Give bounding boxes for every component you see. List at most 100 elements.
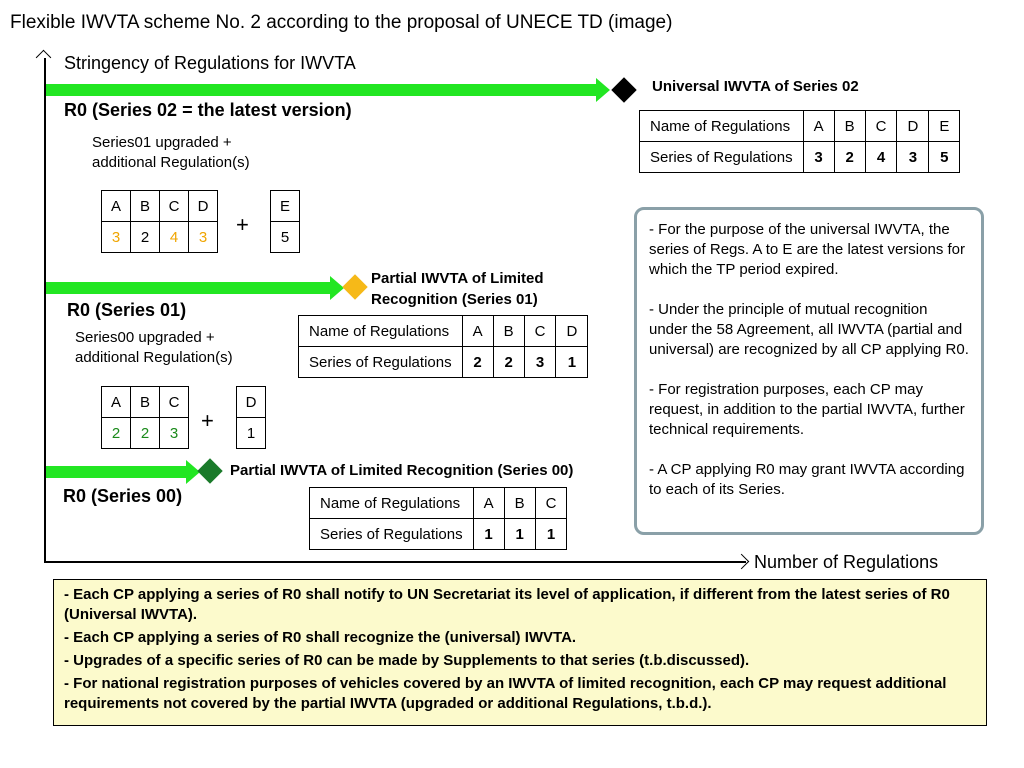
arrow-head-series-01 (330, 276, 344, 300)
series-01-desc: Series00 upgraded + additional Regulatio… (75, 328, 233, 368)
reg-b: B (130, 190, 160, 222)
reg-d: D (188, 190, 218, 222)
series-02-additional-table: E 5 (270, 190, 300, 253)
value-b: 2 (130, 417, 160, 449)
x-axis-label: Number of Regulations (754, 552, 939, 572)
table-row-names: Name of Regulations A B C (309, 487, 568, 519)
x-axis (44, 561, 746, 563)
diamond-partial-01-icon (342, 274, 368, 300)
series-of-regulations-header: Series of Regulations (309, 518, 474, 550)
arrow-head-series-00 (186, 460, 200, 484)
series-01-additional-table: D 1 (236, 386, 266, 449)
plus-sign: + (236, 212, 249, 237)
reg-e: E (270, 190, 300, 222)
diamond-universal-icon (611, 77, 637, 103)
table-row: E (270, 190, 300, 222)
reg-header-a: A (472, 487, 505, 519)
name-of-regulations-header: Name of Regulations (639, 110, 804, 142)
table-row: A B C D (101, 190, 218, 222)
series-02-base-table: A B C D 3 2 4 3 (101, 190, 218, 253)
reg-header-e: E (928, 110, 961, 142)
reg-c: C (159, 190, 189, 222)
series-value-a: 3 (802, 141, 835, 173)
reg-header-d: D (555, 315, 589, 347)
value-c: 3 (159, 417, 189, 449)
reg-b: B (130, 386, 160, 418)
bottom-note-item: - Each CP applying a series of R0 shall … (64, 629, 577, 646)
reg-d: D (236, 386, 266, 418)
table-row: 2 2 3 (101, 417, 189, 449)
plus-sign: + (201, 408, 214, 433)
series-01-desc-line1: Series00 upgraded + (75, 329, 215, 346)
partial-01-label-line1: Partial IWVTA of Limited (371, 270, 544, 287)
value-d: 1 (236, 417, 266, 449)
value-a: 2 (101, 417, 131, 449)
table-row: D (236, 386, 266, 418)
bottom-note-item: - For national registration purposes of … (64, 675, 947, 712)
universal-iwvta-label: Universal IWVTA of Series 02 (652, 78, 859, 95)
series-value-a: 2 (461, 346, 494, 378)
series-00-title: R0 (Series 00) (63, 486, 183, 506)
series-02-desc-line2: additional Regulation(s) (92, 154, 250, 171)
series-value-c: 3 (523, 346, 557, 378)
page-title: Flexible IWVTA scheme No. 2 according to… (10, 12, 673, 33)
partial-01-label-line2: Recognition (Series 01) (371, 291, 538, 308)
value-c: 4 (159, 221, 189, 253)
series-value-a: 1 (472, 518, 505, 550)
value-e: 5 (270, 221, 300, 253)
table-row: 5 (270, 221, 300, 253)
notes-box: - For the purpose of the universal IWVTA… (634, 207, 984, 535)
table-row-names: Name of Regulations A B C D E (639, 110, 961, 142)
note-item: - Under the principle of mutual recognit… (649, 301, 969, 358)
name-of-regulations-header: Name of Regulations (298, 315, 463, 347)
value-b: 2 (130, 221, 160, 253)
series-01-title: R0 (Series 01) (67, 300, 187, 320)
series-02-desc: Series01 upgraded + additional Regulatio… (92, 133, 250, 173)
partial-01-label: Partial IWVTA of Limited Recognition (Se… (371, 268, 544, 310)
value-a: 3 (101, 221, 131, 253)
reg-header-a: A (461, 315, 494, 347)
table-row: 3 2 4 3 (101, 221, 218, 253)
y-axis-label: Stringency of Regulations for IWVTA (64, 53, 356, 73)
table-row-series: Series of Regulations 3 2 4 3 5 (639, 141, 961, 173)
series-value-c: 4 (864, 141, 898, 173)
arrow-series-00 (46, 466, 186, 478)
series-value-b: 2 (833, 141, 866, 173)
y-axis-arrowhead (35, 49, 52, 66)
note-item: - For the purpose of the universal IWVTA… (649, 221, 965, 278)
table-row-series: Series of Regulations 2 2 3 1 (298, 346, 589, 378)
table-row: 1 (236, 417, 266, 449)
series-value-d: 1 (555, 346, 589, 378)
note-item: - For registration purposes, each CP may… (649, 381, 965, 438)
reg-header-b: B (833, 110, 866, 142)
series-value-e: 5 (928, 141, 961, 173)
reg-header-b: B (503, 487, 536, 519)
reg-header-c: C (534, 487, 568, 519)
value-d: 3 (188, 221, 218, 253)
reg-a: A (101, 190, 131, 222)
reg-a: A (101, 386, 131, 418)
arrow-series-01 (46, 282, 330, 294)
table-row-series: Series of Regulations 1 1 1 (309, 518, 568, 550)
x-axis-arrowhead (733, 553, 750, 570)
diamond-partial-00-icon (197, 458, 223, 484)
reg-c: C (159, 386, 189, 418)
series-value-d: 3 (896, 141, 930, 173)
series-of-regulations-header: Series of Regulations (298, 346, 463, 378)
reg-header-a: A (802, 110, 835, 142)
name-of-regulations-header: Name of Regulations (309, 487, 474, 519)
bottom-notes-box: - Each CP applying a series of R0 shall … (53, 579, 987, 726)
table-row: A B C (101, 386, 189, 418)
series-01-base-table: A B C 2 2 3 (101, 386, 189, 449)
reg-header-c: C (523, 315, 557, 347)
reg-header-c: C (864, 110, 898, 142)
universal-regulations-table: Name of Regulations A B C D E Series of … (639, 110, 961, 173)
y-axis (44, 58, 46, 562)
series-value-c: 1 (534, 518, 568, 550)
bottom-note-item: - Each CP applying a series of R0 shall … (64, 586, 950, 623)
reg-header-b: B (492, 315, 525, 347)
note-item: - A CP applying R0 may grant IWVTA accor… (649, 461, 965, 498)
series-01-desc-line2: additional Regulation(s) (75, 349, 233, 366)
reg-header-d: D (896, 110, 930, 142)
partial-01-regulations-table: Name of Regulations A B C D Series of Re… (298, 315, 589, 378)
